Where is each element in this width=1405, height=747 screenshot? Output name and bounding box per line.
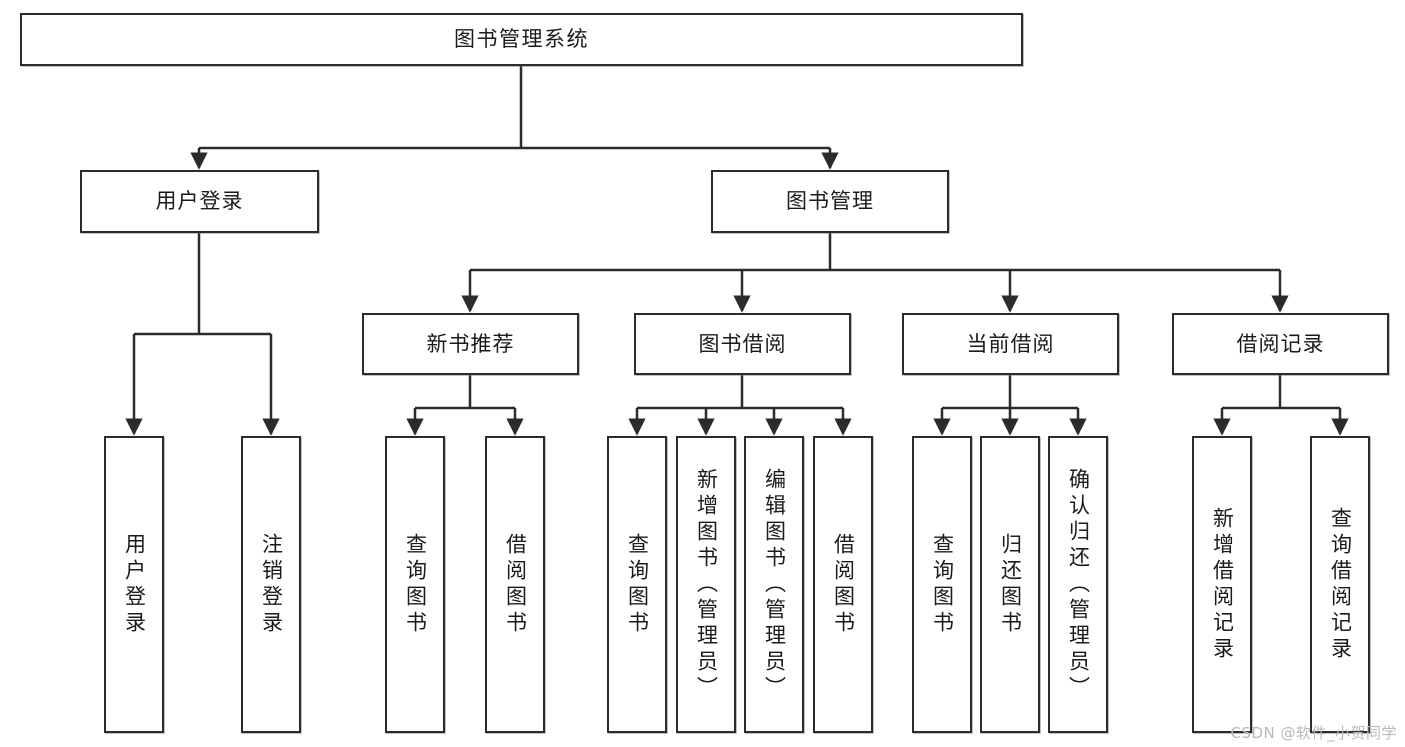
node-label: 用户登录 [155, 189, 244, 214]
node-leaf-book-borrow-borrow[interactable]: 借阅图书 [813, 436, 873, 733]
node-label: 查询图书 [625, 532, 650, 637]
node-label: 注销登录 [259, 532, 284, 637]
node-borrow-record[interactable]: 借阅记录 [1172, 313, 1389, 375]
node-label: 图书借阅 [698, 331, 787, 356]
node-label: 新增图书（管理员） [694, 467, 719, 702]
node-label: 新增借阅记录 [1210, 506, 1235, 663]
node-leaf-borrow-record-add[interactable]: 新增借阅记录 [1192, 436, 1252, 733]
node-label: 确认归还（管理员） [1066, 467, 1091, 702]
node-label: 查询借阅记录 [1328, 506, 1353, 663]
node-root-book-management-system[interactable]: 图书管理系统 [20, 13, 1023, 66]
node-label: 借阅图书 [503, 532, 528, 637]
node-label: 借阅记录 [1236, 331, 1325, 356]
node-label: 借阅图书 [831, 532, 856, 637]
node-book-borrow[interactable]: 图书借阅 [634, 313, 851, 375]
node-book-management[interactable]: 图书管理 [711, 170, 949, 233]
node-label: 图书管理系统 [454, 27, 589, 52]
node-leaf-user-login-logout[interactable]: 注销登录 [241, 436, 301, 733]
node-leaf-book-borrow-edit[interactable]: 编辑图书（管理员） [744, 436, 804, 733]
node-leaf-book-borrow-add[interactable]: 新增图书（管理员） [676, 436, 736, 733]
node-leaf-book-borrow-query[interactable]: 查询图书 [607, 436, 667, 733]
node-label: 新书推荐 [426, 331, 515, 356]
node-new-book-recommend[interactable]: 新书推荐 [362, 313, 579, 375]
node-leaf-new-book-borrow[interactable]: 借阅图书 [485, 436, 545, 733]
node-label: 用户登录 [122, 532, 147, 637]
csdn-watermark: CSDN @软件_小贺同学 [1230, 724, 1397, 742]
node-leaf-current-borrow-confirm-return[interactable]: 确认归还（管理员） [1048, 436, 1108, 733]
node-label: 查询图书 [403, 532, 428, 637]
node-leaf-current-borrow-return[interactable]: 归还图书 [980, 436, 1040, 733]
node-current-borrow[interactable]: 当前借阅 [902, 313, 1119, 375]
node-label: 编辑图书（管理员） [762, 467, 787, 702]
node-user-login[interactable]: 用户登录 [80, 170, 319, 233]
node-leaf-new-book-query[interactable]: 查询图书 [385, 436, 445, 733]
node-label: 图书管理 [786, 189, 874, 214]
node-label: 当前借阅 [966, 331, 1055, 356]
node-leaf-borrow-record-query[interactable]: 查询借阅记录 [1310, 436, 1370, 733]
node-label: 查询图书 [930, 532, 955, 637]
node-label: 归还图书 [998, 532, 1023, 637]
node-leaf-current-borrow-query[interactable]: 查询图书 [912, 436, 972, 733]
node-leaf-user-login-login[interactable]: 用户登录 [104, 436, 164, 733]
